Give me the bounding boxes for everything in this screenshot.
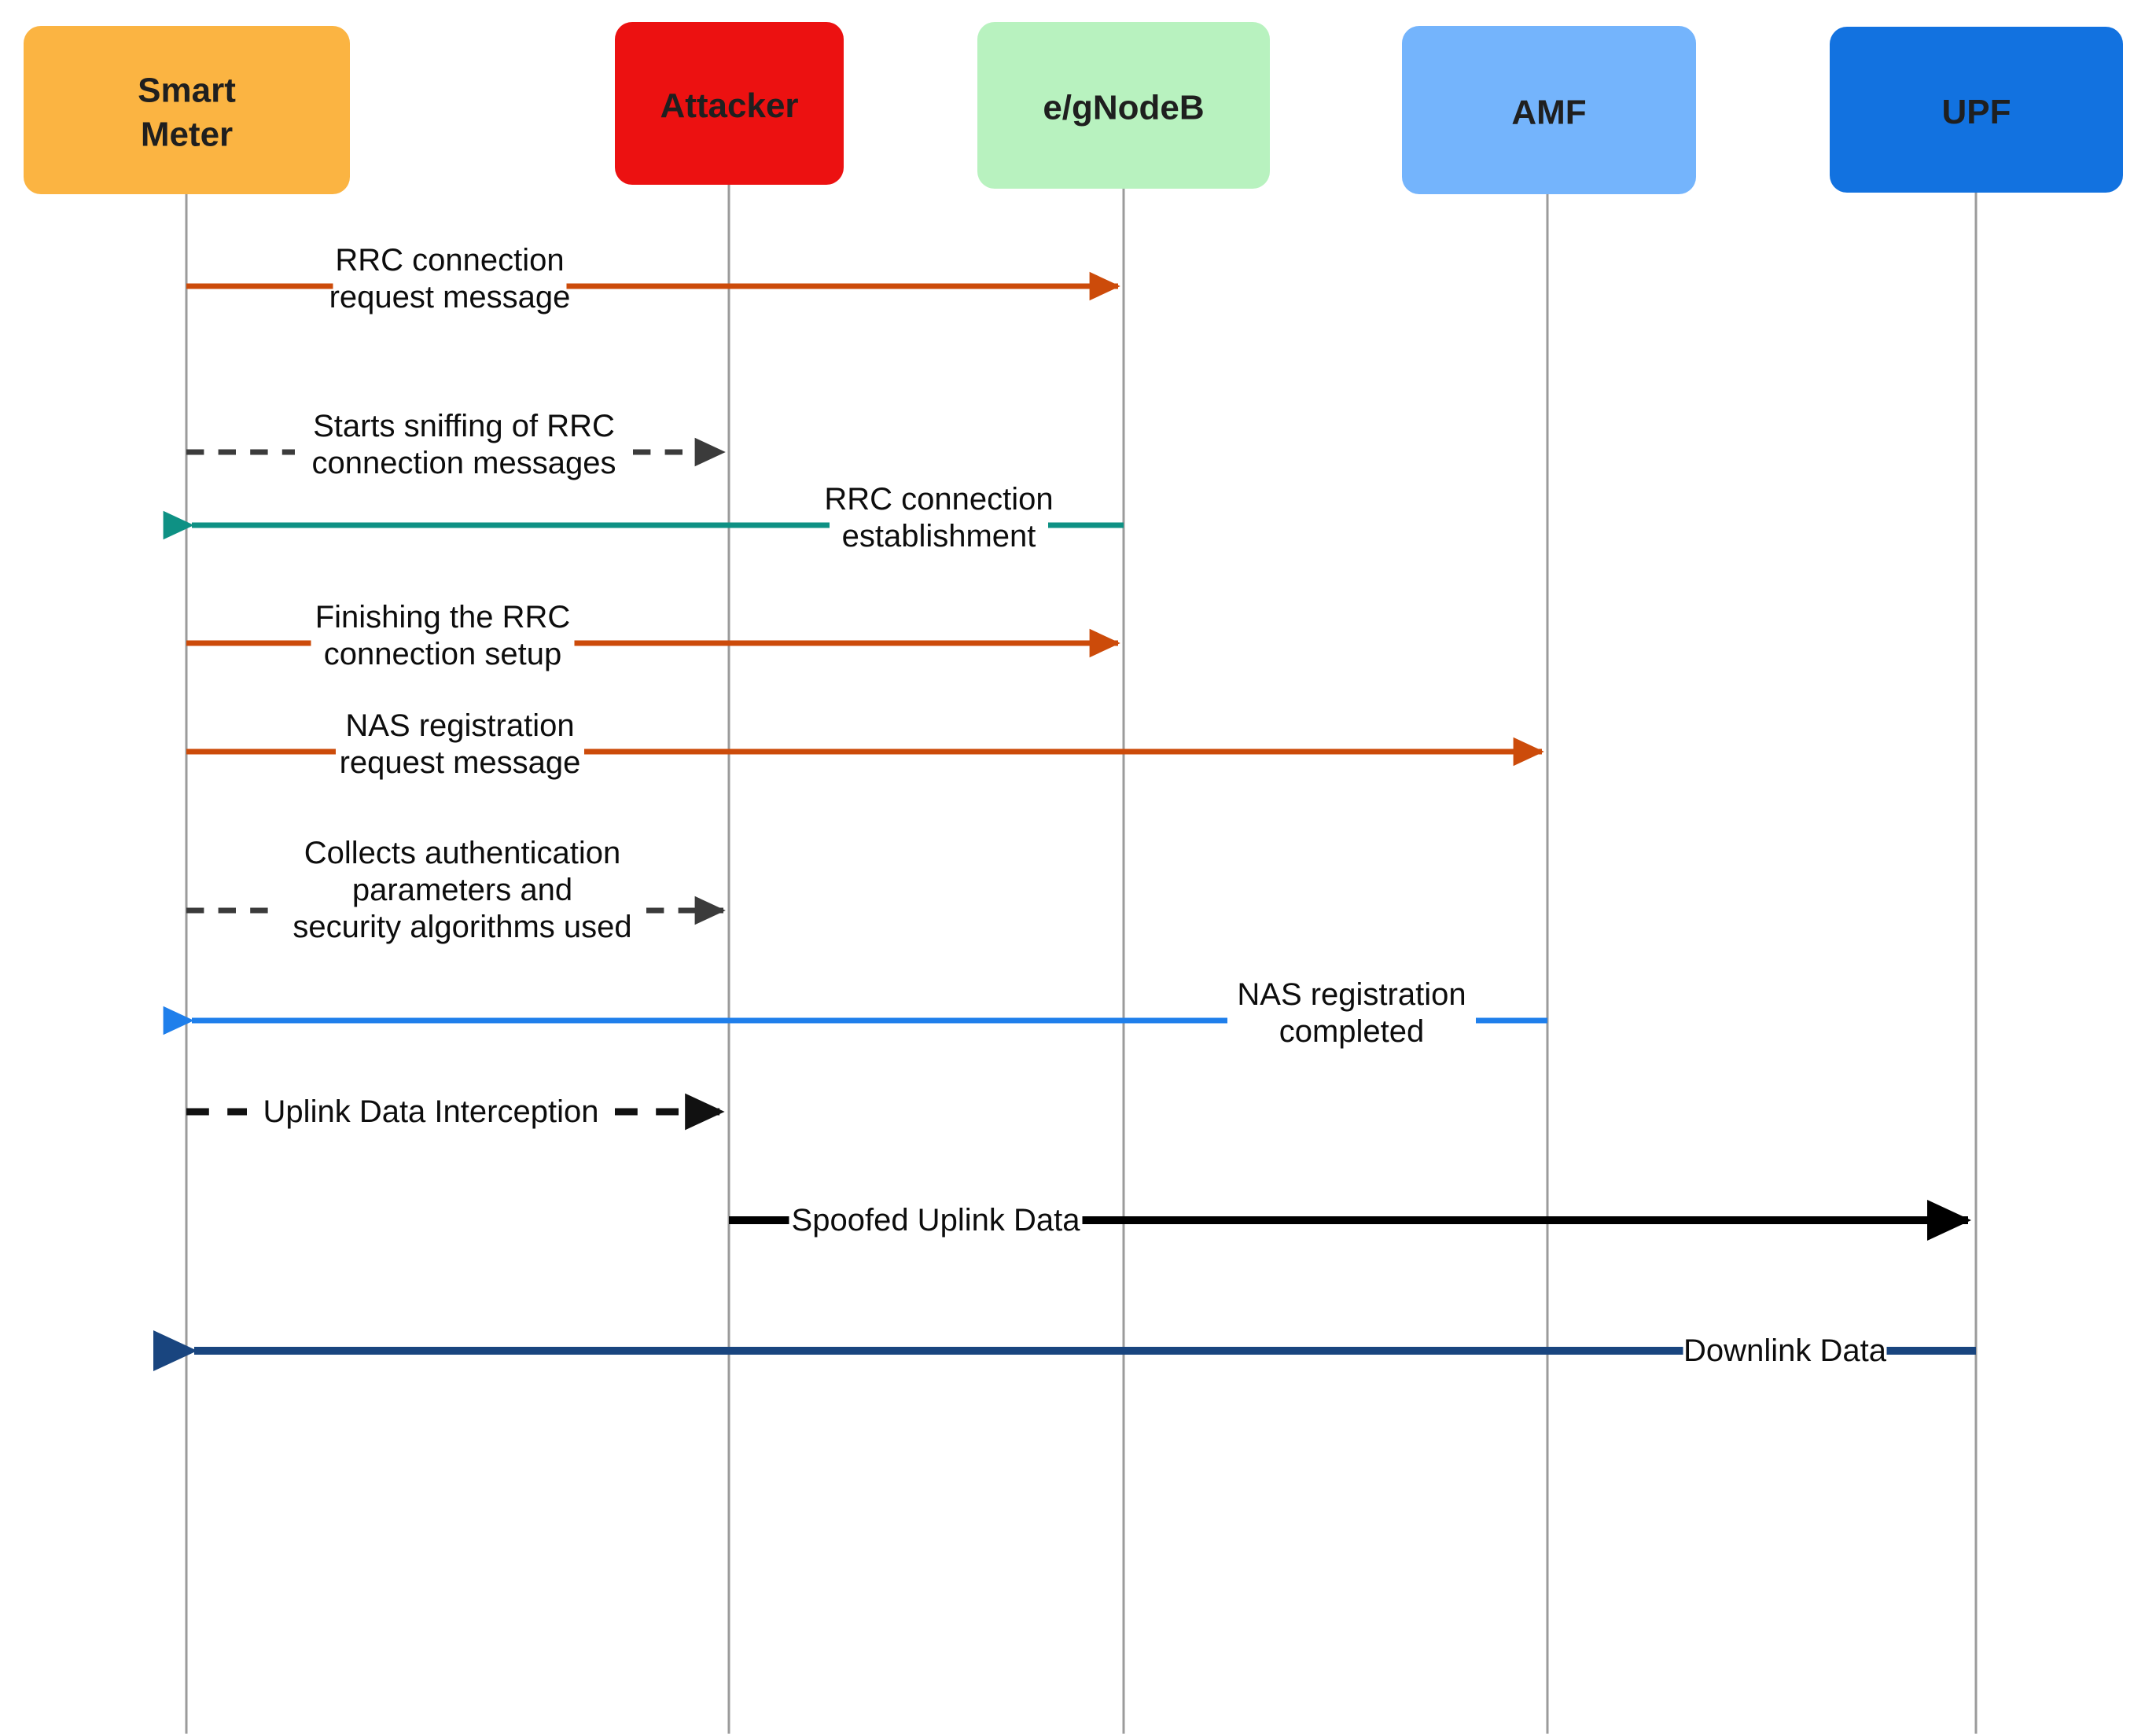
message-label-starts-sniffing-line1: Starts sniffing of RRC	[313, 409, 615, 443]
actor-box-attacker[interactable]	[615, 22, 844, 185]
message-label-spoofed-uplink-data: Spoofed Uplink Data	[792, 1203, 1081, 1238]
actor-box-smart-meter[interactable]	[24, 26, 350, 194]
actor-attacker[interactable]: Attacker	[615, 22, 844, 185]
message-label-downlink-data-line1: Downlink Data	[1683, 1333, 1887, 1368]
message-label-uplink-data-interception: Uplink Data Interception	[263, 1094, 599, 1129]
message-label-rrc-connection-establishment-line1: RRC connection	[824, 482, 1053, 517]
message-label-rrc-connection-request-line1: RRC connection	[335, 243, 564, 278]
message-label-starts-sniffing-line2: connection messages	[312, 446, 616, 480]
actor-label-egnodeb: e/gNodeB	[1043, 89, 1204, 127]
message-label-spoofed-uplink-data-line1: Spoofed Uplink Data	[792, 1203, 1081, 1238]
message-label-nas-registration-request-line2: request message	[340, 745, 581, 780]
message-label-nas-registration-request-line1: NAS registration	[345, 708, 574, 743]
message-label-finishing-rrc-setup-line2: connection setup	[324, 637, 561, 671]
message-label-collects-auth-params-line1: Collects authentication	[304, 836, 620, 870]
actor-upf[interactable]: UPF	[1830, 27, 2123, 193]
message-label-rrc-connection-establishment-line2: establishment	[842, 519, 1036, 554]
actor-label-smart-meter-line2: Meter	[141, 116, 233, 154]
message-label-finishing-rrc-setup-line1: Finishing the RRC	[315, 600, 571, 634]
message-label-downlink-data: Downlink Data	[1683, 1333, 1887, 1368]
message-label-collects-auth-params-line2: parameters and	[352, 873, 572, 907]
message-label-nas-registration-completed-line2: completed	[1279, 1014, 1425, 1049]
message-label-collects-auth-params-line3: security algorithms used	[292, 910, 631, 944]
messages-layer	[153, 271, 1976, 1371]
actor-label-amf: AMF	[1511, 94, 1586, 132]
actor-box-upf[interactable]	[1830, 27, 2123, 193]
actor-amf[interactable]: AMF	[1402, 26, 1696, 194]
actor-label-smart-meter: Smart	[138, 72, 236, 110]
message-label-rrc-connection-request-line2: request message	[329, 280, 571, 314]
actor-box-egnodeb[interactable]	[977, 22, 1270, 189]
actor-box-amf[interactable]	[1402, 26, 1696, 194]
actor-egnodeb[interactable]: e/gNodeB	[977, 22, 1270, 189]
lifelines-layer	[185, 185, 1978, 1734]
message-label-uplink-data-interception-line1: Uplink Data Interception	[263, 1094, 599, 1129]
message-label-nas-registration-completed-line1: NAS registration	[1237, 977, 1466, 1012]
actor-label-upf: UPF	[1942, 93, 2011, 131]
actor-label-attacker: Attacker	[660, 86, 798, 125]
